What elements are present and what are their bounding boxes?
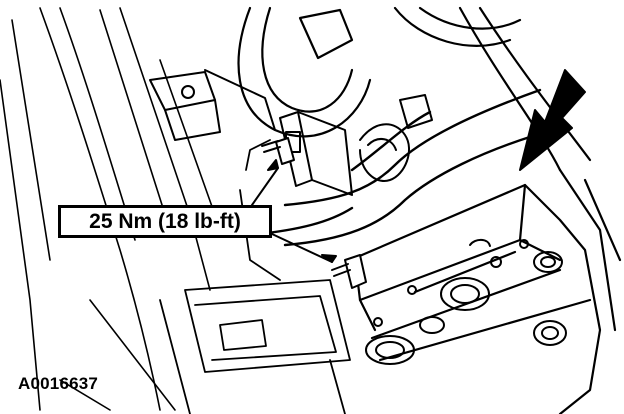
line-manifold (279, 94, 433, 196)
lower-frame (159, 139, 351, 414)
compressor-ports (365, 238, 567, 365)
torque-callout-label: 25 Nm (18 lb-ft) (58, 205, 272, 238)
callout-leaders (251, 159, 337, 263)
mounting-bracket (149, 69, 276, 141)
arrow-pointer-icon (519, 69, 586, 171)
refrigerant-line (248, 88, 562, 247)
bolt-icon (261, 137, 367, 289)
compressor-body (353, 168, 622, 414)
figure-id-label: A0016637 (18, 374, 99, 393)
upper-hoses (237, 6, 592, 172)
